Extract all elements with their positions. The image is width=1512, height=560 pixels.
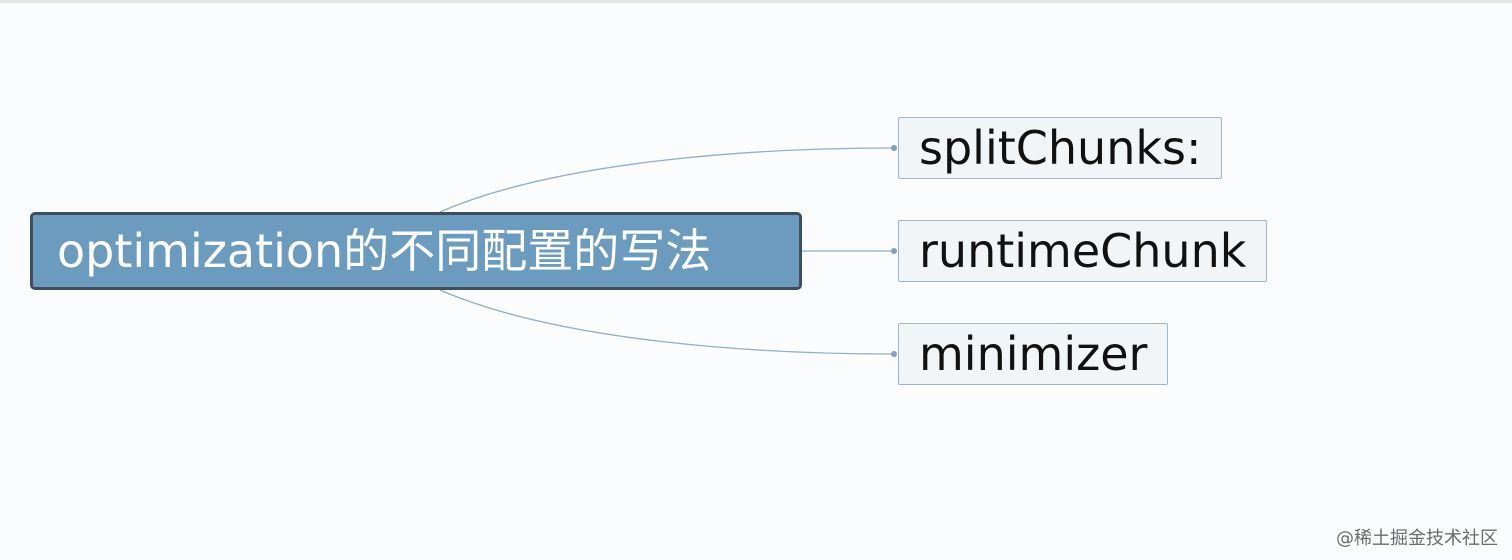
connector-minimizer — [439, 289, 894, 355]
root-topic-label: optimization的不同配置的写法 — [57, 224, 712, 278]
topic-node-minimizer[interactable]: minimizer — [898, 323, 1169, 385]
connector-dot-minimizer — [891, 351, 897, 357]
topic-label: minimizer — [919, 327, 1148, 381]
topic-node-splitchunks[interactable]: splitChunks: — [898, 117, 1223, 179]
topic-label: runtimeChunk — [919, 224, 1247, 278]
connector-dot-splitchunks — [891, 145, 897, 151]
root-topic-node[interactable]: optimization的不同配置的写法 — [30, 212, 802, 290]
watermark: @稀土掘金技术社区 — [1336, 528, 1498, 549]
top-border — [0, 0, 1512, 3]
connector-dot-runtimechunk — [891, 248, 897, 254]
topic-node-runtimechunk[interactable]: runtimeChunk — [898, 220, 1268, 282]
connector-splitchunks — [439, 147, 894, 213]
topic-label: splitChunks: — [919, 121, 1202, 175]
